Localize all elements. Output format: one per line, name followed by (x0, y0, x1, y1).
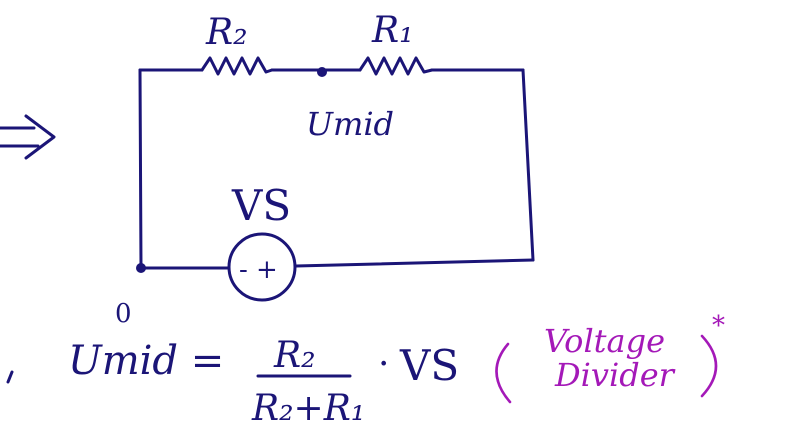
left-wire (138, 68, 143, 270)
equation-denominator: R₂+R₁ (251, 388, 365, 429)
node-ground (136, 263, 146, 273)
note-paren-left (495, 342, 512, 404)
right-wire (521, 68, 535, 262)
margin-mark (6, 370, 14, 384)
note-mark: * (712, 311, 725, 341)
label-vs: VS (231, 181, 291, 230)
equation-factor: VS (399, 341, 459, 390)
label-ground: 0 (115, 299, 132, 329)
voltage-source-symbol (227, 232, 297, 302)
resistor-r1-symbol (358, 56, 434, 76)
implies-arrow-icon (0, 114, 56, 160)
equation-numerator: R₂ (273, 335, 316, 376)
label-r2: R₂ (205, 12, 248, 53)
bottom-wire-right (294, 258, 535, 268)
resistor-r2-symbol (200, 56, 274, 76)
equation-lhs: Umid = (68, 338, 224, 384)
label-source-sign: - + (239, 255, 278, 285)
label-u-mid: Umid (306, 105, 394, 143)
note-line-2: Divider (554, 356, 676, 394)
note-paren-right (700, 334, 718, 398)
equation-dot: · (378, 344, 389, 385)
top-wire (138, 56, 525, 76)
note-line-1: Voltage (544, 322, 665, 360)
label-r1: R₁ (371, 10, 414, 51)
node-u-mid (317, 67, 327, 77)
